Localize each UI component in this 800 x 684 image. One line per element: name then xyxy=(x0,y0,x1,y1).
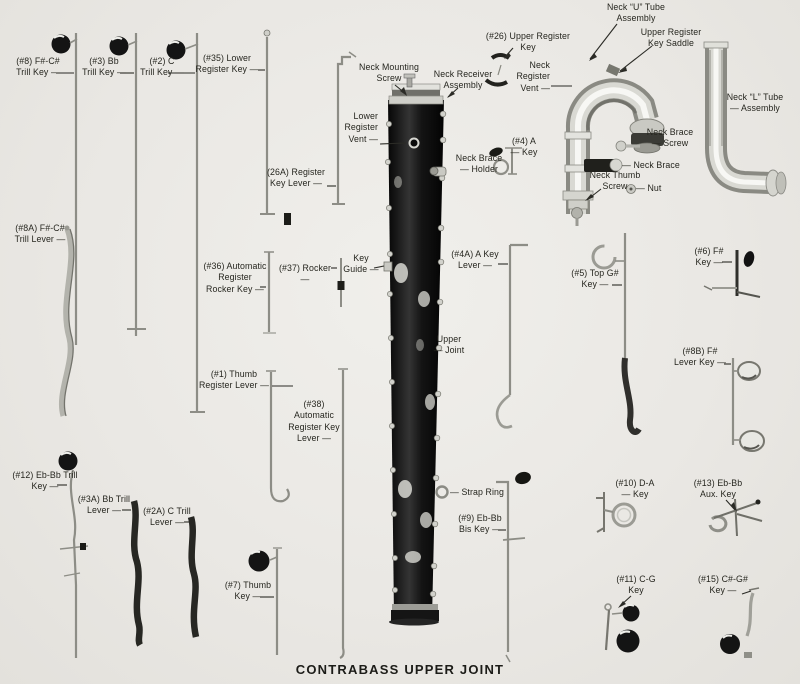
label-lower-register-key: (#35) Lower Register Key — xyxy=(195,53,259,75)
lower-register-key-part xyxy=(260,29,291,225)
neck-brace-holder-part xyxy=(429,166,447,177)
label-f-sharp-key: (#6) F# Key — xyxy=(694,246,724,268)
automatic-register-key-lever-part xyxy=(338,368,348,660)
label-trill-key-3: (#3) Bb Trill Key — xyxy=(82,56,126,78)
label-thumb-key: (#7) Thumb Key — xyxy=(224,580,272,602)
label-neck-brace-screw: Neck Brace — Screw xyxy=(646,127,694,149)
c-sharp-g-sharp-key-part xyxy=(720,587,760,658)
label-register-key-lever: (26A) Register Key Lever — xyxy=(266,167,326,189)
label-f-sharp-lever-key: (#8B) F# Lever Key — xyxy=(674,346,726,368)
neck-thumb-screw-part xyxy=(567,199,589,226)
label-automatic-register-rocker-key: (#36) Automatic Register Rocker Key — xyxy=(203,261,267,294)
eb-bb-trill-key-part xyxy=(58,451,89,658)
upper-register-key-saddle-part xyxy=(605,63,621,77)
label-strap-ring: — Strap Ring xyxy=(450,487,505,497)
d-a-key-part xyxy=(596,492,637,533)
top-g-sharp-key-part xyxy=(591,233,642,435)
label-neck-brace: — Neck Brace xyxy=(622,160,680,170)
thumb-key-part xyxy=(248,547,282,655)
register-key-lever-part xyxy=(332,51,357,205)
label-a-key: (#4) A — Key xyxy=(510,136,538,158)
neck-brace-parts xyxy=(429,140,640,194)
label-key-guide: Key Guide — xyxy=(343,253,379,275)
label-neck-l-tube-assembly: Neck “L” Tube — Assembly xyxy=(726,92,784,114)
trill-key-3-part xyxy=(109,33,146,336)
a-key-part xyxy=(489,147,522,176)
a-key-lever-part xyxy=(495,243,528,429)
label-trill-key-8: (#8) F#-C# Trill Key — xyxy=(16,56,60,78)
eb-bb-aux-key-part xyxy=(708,498,763,537)
label-c-trill-lever: (#2A) C Trill Lever — xyxy=(143,506,191,528)
strap-ring-part xyxy=(435,485,449,499)
neck-brace-screw-part xyxy=(615,140,640,152)
label-neck-u-tube-assembly: Neck “U” Tube Assembly xyxy=(606,2,665,24)
automatic-register-rocker-key-part xyxy=(263,251,276,334)
label-neck-brace-holder: Neck Brace — Holder xyxy=(455,153,503,175)
label-lower-register-vent: Lower Register Vent — xyxy=(344,111,378,144)
label-a-key-lever: (#4A) A Key Lever — xyxy=(451,249,499,271)
rocker-part xyxy=(337,258,345,307)
label-neck-mounting-screw: Neck Mounting Screw xyxy=(359,62,419,84)
diagram-title: CONTRABASS UPPER JOINT xyxy=(295,662,505,677)
label-upper-joint: Upper — Joint xyxy=(433,334,465,356)
trill-key-2-part xyxy=(166,33,205,413)
label-neck-register-vent: Neck Register Vent — xyxy=(516,60,550,93)
label-trill-key-2: (#2) C Trill Key — xyxy=(140,56,184,78)
label-thumb-register-lever: (#1) Thumb Register Lever — xyxy=(198,369,270,391)
label-nut: — Nut xyxy=(636,183,662,193)
f-sharp-key-part xyxy=(703,250,761,298)
nut-part xyxy=(626,184,636,194)
label-d-a-key: (#10) D-A — Key xyxy=(615,478,655,500)
label-eb-bb-aux-key: (#13) Eb-Bb Aux. Key xyxy=(693,478,743,500)
label-c-g-key: (#11) C-G Key xyxy=(616,574,656,596)
label-top-g-sharp-key: (#5) Top G# Key — xyxy=(571,268,619,290)
c-g-key-part xyxy=(604,603,640,653)
label-eb-bb-trill-key: (#12) Eb-Bb Trill Key — xyxy=(12,470,78,492)
trill-key-8-part xyxy=(51,33,78,345)
label-trill-lever-8a: (#8A) F#-C# Trill Lever — xyxy=(14,223,66,245)
key-guide-part xyxy=(383,261,393,272)
label-rocker: (#37) Rocker — xyxy=(278,263,332,285)
label-c-sharp-g-sharp-key: (#15) C#-G# Key — xyxy=(698,574,748,596)
label-neck-receiver-assembly: Neck Receiver Assembly xyxy=(433,69,493,91)
f-sharp-c-sharp-trill-lever-part xyxy=(59,225,75,417)
c-trill-lever-part xyxy=(187,516,200,638)
upper-joint-body xyxy=(385,73,449,626)
neck-l-tube xyxy=(703,41,787,197)
eb-bb-bis-key-part xyxy=(496,471,531,663)
label-neck-thumb-screw: Neck Thumb Screw xyxy=(589,170,641,192)
label-eb-bb-bis-key: (#9) Eb-Bb Bis Key — xyxy=(458,513,502,535)
label-automatic-register-key-lever: (#38) Automatic Register Key Lever — xyxy=(288,399,340,443)
thumb-register-lever-part xyxy=(266,370,290,503)
f-sharp-lever-key-part xyxy=(731,358,765,452)
leader-arrowheads xyxy=(400,53,737,608)
neck-brace-part xyxy=(584,159,618,172)
bb-trill-lever-part xyxy=(130,500,143,647)
lower-register-vent-part xyxy=(408,137,420,149)
label-upper-register-key-saddle: Upper Register Key Saddle xyxy=(640,27,702,49)
label-upper-register-key: (#26) Upper Register Key xyxy=(485,31,571,53)
label-bb-trill-lever: (#3A) Bb Trill Lever — xyxy=(77,494,131,516)
